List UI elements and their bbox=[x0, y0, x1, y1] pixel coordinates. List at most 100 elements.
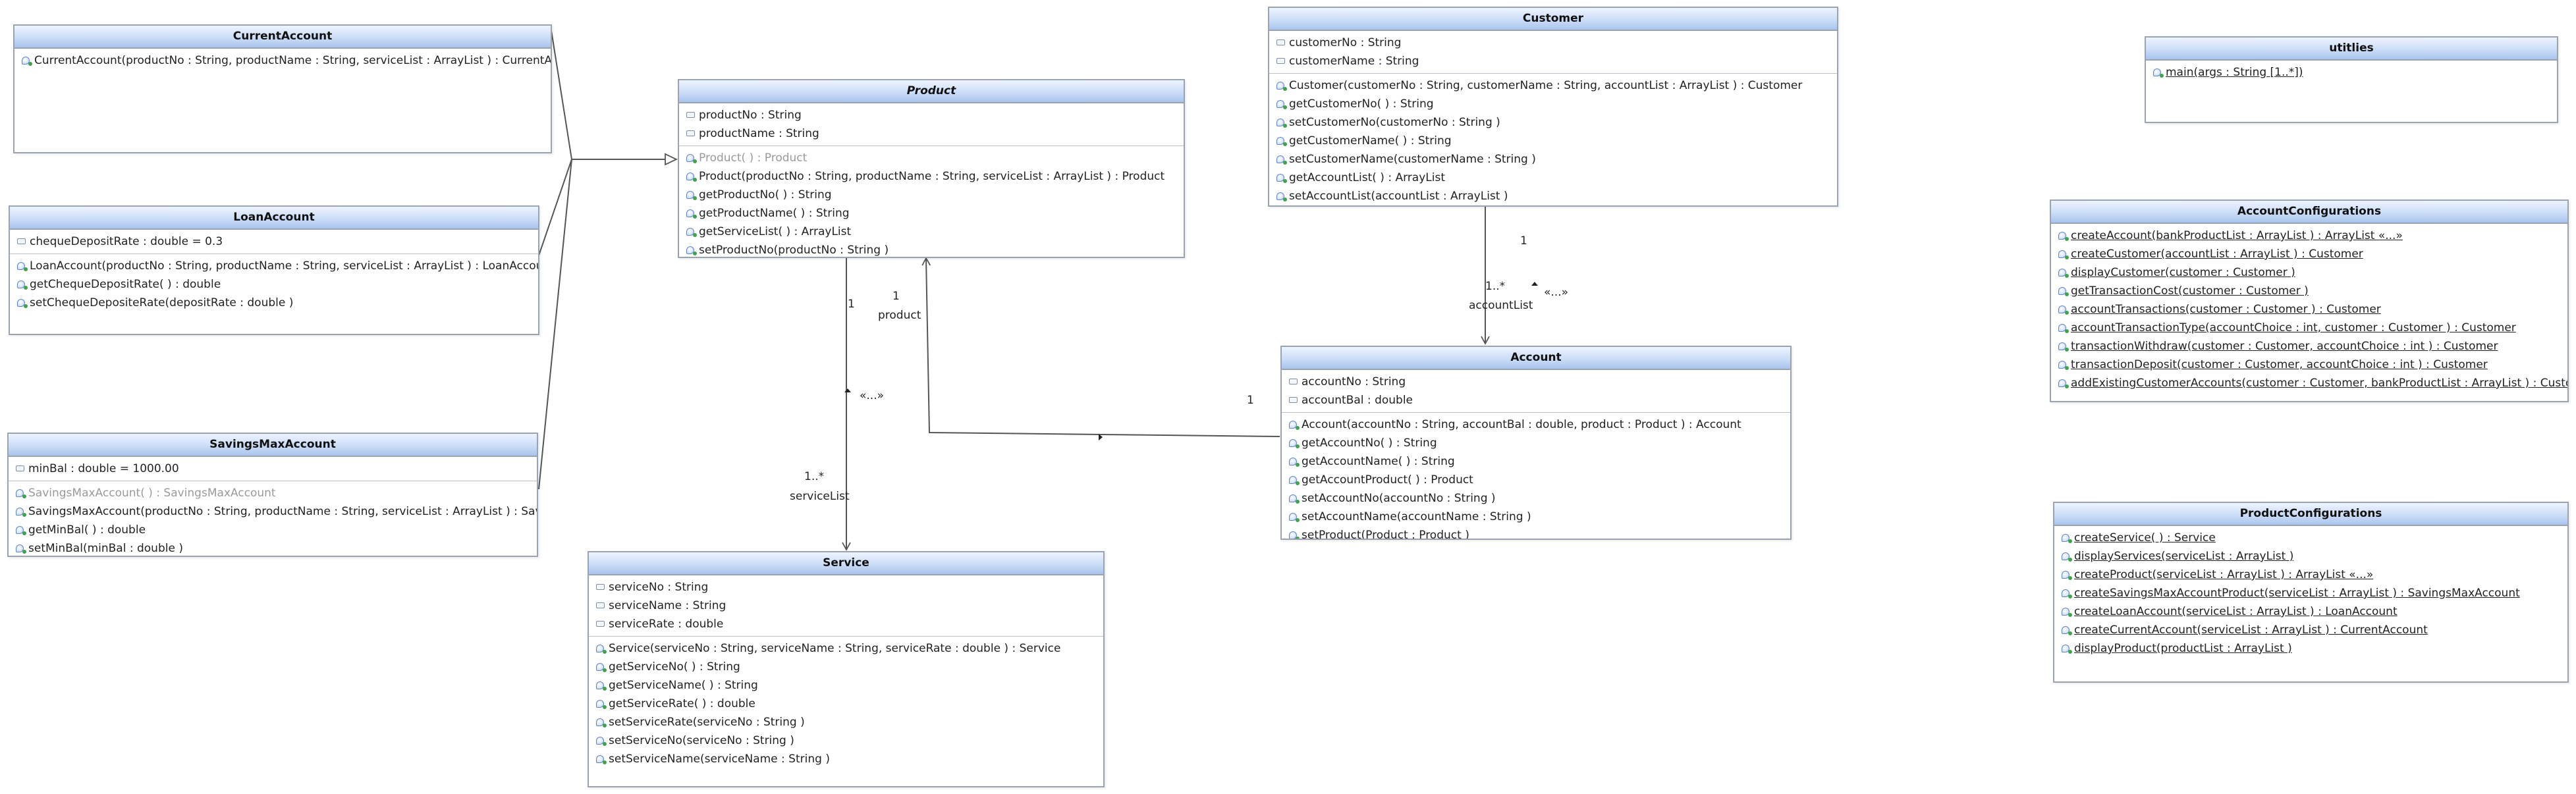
class-field[interactable]: accountBal : double bbox=[1282, 391, 1790, 410]
class-method[interactable]: setCustomerNo(customerNo : String ) bbox=[1269, 113, 1837, 132]
edge-label-customer-account-tgt-mult: 1..* bbox=[1485, 280, 1506, 293]
class-method[interactable]: createService( ) : Service bbox=[2054, 529, 2567, 547]
public-method-icon bbox=[1276, 100, 1287, 109]
class-method[interactable]: getServiceList( ) : ArrayList bbox=[679, 223, 1184, 241]
class-field[interactable]: customerName : String bbox=[1269, 52, 1837, 70]
static-method-icon bbox=[2062, 626, 2072, 635]
class-method[interactable]: Product(productNo : String, productName … bbox=[679, 167, 1184, 186]
class-field[interactable]: productName : String bbox=[679, 124, 1184, 143]
field-icon bbox=[1289, 379, 1298, 384]
field-icon bbox=[596, 584, 605, 590]
class-method[interactable]: getChequeDepositRate( ) : double bbox=[10, 275, 538, 294]
class-method[interactable]: setServiceNo(serviceNo : String ) bbox=[589, 731, 1103, 750]
class-method[interactable]: setServiceName(serviceName : String ) bbox=[589, 750, 1103, 768]
fields-section: chequeDepositRate : double = 0.3 bbox=[10, 230, 538, 253]
public-method-icon bbox=[596, 700, 607, 709]
class-product-configurations[interactable]: ProductConfigurations createService( ) :… bbox=[2053, 502, 2569, 683]
class-utitlies[interactable]: utitlies main(args : String [1..*]) bbox=[2145, 36, 2558, 123]
class-method[interactable]: setChequeDepositeRate(depositRate : doub… bbox=[10, 294, 538, 312]
class-method[interactable]: transactionWithdraw(customer : Customer,… bbox=[2051, 337, 2567, 356]
public-method-icon bbox=[22, 57, 32, 66]
class-method[interactable]: accountTransactions(customer : Customer … bbox=[2051, 300, 2567, 319]
class-method[interactable]: displayServices(serviceList : ArrayList … bbox=[2054, 547, 2567, 566]
class-method[interactable]: getMinBal( ) : double bbox=[9, 521, 537, 539]
class-method[interactable]: getCustomerName( ) : String bbox=[1269, 132, 1837, 150]
class-field[interactable]: chequeDepositRate : double = 0.3 bbox=[10, 232, 538, 251]
class-method[interactable]: SavingsMaxAccount( ) : SavingsMaxAccount bbox=[9, 484, 537, 502]
class-method[interactable]: displayCustomer(customer : Customer ) bbox=[2051, 263, 2567, 282]
class-field[interactable]: serviceNo : String bbox=[589, 578, 1103, 596]
class-name: ProductConfigurations bbox=[2054, 503, 2567, 526]
class-method[interactable]: addExistingCustomerAccounts(customer : C… bbox=[2051, 374, 2567, 392]
class-method[interactable]: setAccountList(accountList : ArrayList ) bbox=[1269, 187, 1837, 205]
class-method[interactable]: LoanAccount(productNo : String, productN… bbox=[10, 257, 538, 275]
class-method[interactable]: getAccountProduct( ) : Product bbox=[1282, 471, 1790, 489]
class-method[interactable]: Account(accountNo : String, accountBal :… bbox=[1282, 415, 1790, 434]
class-field[interactable]: accountNo : String bbox=[1282, 373, 1790, 391]
class-method[interactable]: main(args : String [1..*]) bbox=[2146, 63, 2557, 82]
class-method[interactable]: createCurrentAccount(serviceList : Array… bbox=[2054, 621, 2567, 639]
class-field[interactable]: minBal : double = 1000.00 bbox=[9, 460, 537, 478]
class-method[interactable]: setServiceRate(serviceNo : String ) bbox=[589, 713, 1103, 731]
edge-label-customer-account-src-mult: 1 bbox=[1520, 234, 1527, 248]
class-method[interactable]: createCustomer(accountList : ArrayList )… bbox=[2051, 245, 2567, 263]
class-method[interactable]: createAccount(bankProductList : ArrayLis… bbox=[2051, 226, 2567, 245]
class-method[interactable]: Service(serviceNo : String, serviceName … bbox=[589, 639, 1103, 658]
class-account[interactable]: Account accountNo : String accountBal : … bbox=[1280, 346, 1792, 540]
class-method[interactable]: getAccountList( ) : ArrayList bbox=[1269, 169, 1837, 187]
class-method[interactable]: accountTransactionType(accountChoice : i… bbox=[2051, 319, 2567, 337]
public-method-icon bbox=[1276, 174, 1287, 183]
static-method-icon bbox=[2153, 68, 2164, 78]
class-method[interactable]: createSavingsMaxAccountProduct(serviceLi… bbox=[2054, 584, 2567, 602]
public-method-icon bbox=[1289, 494, 1300, 504]
class-method[interactable]: getServiceRate( ) : double bbox=[589, 695, 1103, 713]
class-method[interactable]: getAccountName( ) : String bbox=[1282, 452, 1790, 471]
class-method[interactable]: setProductNo(productNo : String ) bbox=[679, 241, 1184, 257]
class-method[interactable]: Product( ) : Product bbox=[679, 149, 1184, 167]
public-method-icon bbox=[16, 526, 26, 535]
class-method[interactable]: CurrentAccount(productNo : String, produ… bbox=[14, 51, 551, 70]
class-method[interactable]: createProduct(serviceList : ArrayList ) … bbox=[2054, 566, 2567, 584]
class-method[interactable]: getTransactionCost(customer : Customer ) bbox=[2051, 282, 2567, 300]
class-method[interactable]: setProduct(Product : Product ) bbox=[1282, 526, 1790, 539]
class-method[interactable]: createLoanAccount(serviceList : ArrayLis… bbox=[2054, 602, 2567, 621]
methods-section: createAccount(bankProductList : ArrayLis… bbox=[2051, 224, 2567, 395]
class-method[interactable]: Customer(customerNo : String, customerNa… bbox=[1269, 76, 1837, 95]
class-method[interactable]: setAccountName(accountName : String ) bbox=[1282, 508, 1790, 526]
class-field[interactable]: serviceRate : double bbox=[589, 615, 1103, 633]
edge-label-product-service-role: serviceList bbox=[790, 490, 850, 503]
class-field[interactable]: serviceName : String bbox=[589, 596, 1103, 615]
fields-section: accountNo : String accountBal : double bbox=[1282, 370, 1790, 412]
field-icon bbox=[596, 621, 605, 627]
class-method[interactable]: getCustomerNo( ) : String bbox=[1269, 95, 1837, 113]
class-account-configurations[interactable]: AccountConfigurations createAccount(bank… bbox=[2050, 199, 2569, 402]
class-method[interactable]: getProductName( ) : String bbox=[679, 204, 1184, 223]
static-method-icon bbox=[2058, 269, 2069, 278]
public-method-icon bbox=[1276, 192, 1287, 201]
class-name: LoanAccount bbox=[10, 207, 538, 230]
class-customer[interactable]: Customer customerNo : String customerNam… bbox=[1268, 7, 1838, 207]
static-method-icon bbox=[2058, 250, 2069, 259]
class-method[interactable]: displayProduct(productList : ArrayList ) bbox=[2054, 639, 2567, 658]
class-method[interactable]: getServiceNo( ) : String bbox=[589, 658, 1103, 676]
static-method-icon bbox=[2062, 608, 2072, 617]
class-loan-account[interactable]: LoanAccount chequeDepositRate : double =… bbox=[9, 205, 539, 335]
class-method[interactable]: getAccountNo( ) : String bbox=[1282, 434, 1790, 452]
class-method[interactable]: transactionDeposit(customer : Customer, … bbox=[2051, 356, 2567, 374]
class-method[interactable]: setAccountNo(accountNo : String ) bbox=[1282, 489, 1790, 508]
class-method[interactable]: setCustomerName(customerName : String ) bbox=[1269, 150, 1837, 169]
fields-section: minBal : double = 1000.00 bbox=[9, 457, 537, 481]
class-method[interactable]: setMinBal(minBal : double ) bbox=[9, 539, 537, 556]
class-current-account[interactable]: CurrentAccount CurrentAccount(productNo … bbox=[13, 24, 552, 153]
class-product[interactable]: Product productNo : String productName :… bbox=[678, 79, 1185, 258]
class-service[interactable]: Service serviceNo : String serviceName :… bbox=[588, 551, 1105, 787]
class-method[interactable]: getServiceName( ) : String bbox=[589, 676, 1103, 695]
methods-section: LoanAccount(productNo : String, productN… bbox=[10, 253, 538, 315]
class-savings-max-account[interactable]: SavingsMaxAccount minBal : double = 1000… bbox=[7, 433, 538, 557]
public-method-icon bbox=[16, 544, 26, 554]
class-method[interactable]: getProductNo( ) : String bbox=[679, 186, 1184, 204]
class-field[interactable]: customerNo : String bbox=[1269, 34, 1837, 52]
class-field[interactable]: productNo : String bbox=[679, 106, 1184, 124]
class-method[interactable]: SavingsMaxAccount(productNo : String, pr… bbox=[9, 502, 537, 521]
static-method-icon bbox=[2058, 361, 2069, 370]
